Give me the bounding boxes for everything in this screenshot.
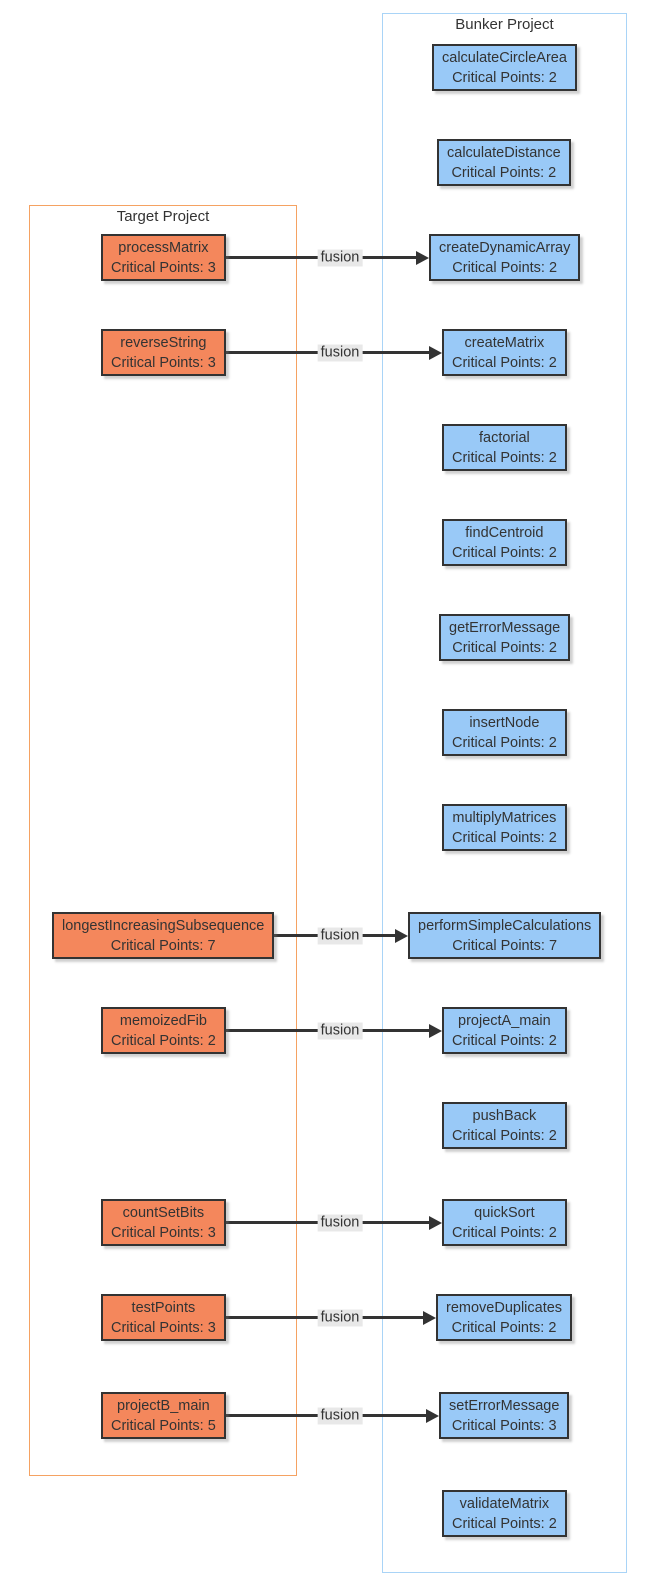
node-function-name: processMatrix bbox=[118, 239, 209, 256]
fusion-edge-label: fusion bbox=[317, 1407, 363, 1424]
node-function-name: insertNode bbox=[469, 714, 540, 731]
node-critical-points: Critical Points: 2 bbox=[452, 1127, 557, 1144]
node-critical-points: Critical Points: 7 bbox=[452, 937, 558, 954]
node-critical-points: Critical Points: 2 bbox=[452, 1515, 557, 1532]
node-critical-points: Critical Points: 2 bbox=[452, 639, 557, 656]
node-function-name: countSetBits bbox=[122, 1204, 205, 1221]
node-critical-points: Critical Points: 7 bbox=[110, 937, 216, 954]
bunker-project-title: Bunker Project bbox=[455, 16, 554, 33]
node-function-name: testPoints bbox=[131, 1299, 196, 1316]
node-function-name: getErrorMessage bbox=[449, 619, 561, 636]
edge-arrowhead-icon bbox=[416, 250, 429, 265]
node-critical-points: Critical Points: 2 bbox=[452, 544, 557, 561]
edge-arrowhead-icon bbox=[395, 928, 408, 943]
node-critical-points: Critical Points: 3 bbox=[451, 1417, 557, 1434]
node-function-name: findCentroid bbox=[465, 524, 544, 541]
edge-arrowhead-icon bbox=[423, 1310, 436, 1325]
node-function-name: createDynamicArray bbox=[439, 239, 571, 256]
node-critical-points: Critical Points: 2 bbox=[452, 259, 558, 276]
node-function-name: calculateDistance bbox=[447, 144, 561, 161]
edge-arrowhead-icon bbox=[429, 345, 442, 360]
node-critical-points: Critical Points: 2 bbox=[452, 734, 557, 751]
edge-arrowhead-icon bbox=[426, 1408, 439, 1423]
node-function-name: removeDuplicates bbox=[446, 1299, 563, 1316]
node-function-name: memoizedFib bbox=[119, 1012, 207, 1029]
fusion-edge-label: fusion bbox=[317, 927, 363, 944]
node-critical-points: Critical Points: 2 bbox=[451, 1319, 557, 1336]
target-project-title: Target Project bbox=[116, 208, 210, 225]
container-target-project bbox=[29, 205, 297, 1476]
node-function-name: quickSort bbox=[474, 1204, 535, 1221]
fusion-edge-label: fusion bbox=[317, 344, 363, 361]
node-function-name: reverseString bbox=[120, 334, 207, 351]
node-function-name: projectA_main bbox=[458, 1012, 551, 1029]
node-critical-points: Critical Points: 2 bbox=[452, 449, 557, 466]
node-critical-points: Critical Points: 3 bbox=[111, 1319, 216, 1336]
edge-arrowhead-icon bbox=[429, 1023, 442, 1038]
fusion-edge-label: fusion bbox=[317, 1214, 363, 1231]
node-function-name: calculateCircleArea bbox=[442, 49, 567, 66]
node-critical-points: Critical Points: 3 bbox=[111, 259, 216, 276]
node-function-name: factorial bbox=[478, 429, 530, 446]
node-function-name: createMatrix bbox=[464, 334, 545, 351]
node-critical-points: Critical Points: 3 bbox=[111, 354, 216, 371]
node-critical-points: Critical Points: 2 bbox=[452, 69, 557, 86]
edge-arrowhead-icon bbox=[429, 1215, 442, 1230]
node-critical-points: Critical Points: 2 bbox=[451, 164, 557, 181]
node-function-name: pushBack bbox=[472, 1107, 537, 1124]
fusion-edge-label: fusion bbox=[317, 1022, 363, 1039]
node-function-name: validateMatrix bbox=[459, 1495, 550, 1512]
node-function-name: projectB_main bbox=[117, 1397, 210, 1414]
node-critical-points: Critical Points: 2 bbox=[452, 1032, 557, 1049]
fusion-edge-label: fusion bbox=[317, 1309, 363, 1326]
node-critical-points: Critical Points: 2 bbox=[111, 1032, 216, 1049]
node-function-name: multiplyMatrices bbox=[452, 809, 557, 826]
node-critical-points: Critical Points: 2 bbox=[452, 829, 557, 846]
node-function-name: setErrorMessage bbox=[449, 1397, 560, 1414]
node-function-name: performSimpleCalculations bbox=[418, 917, 592, 934]
node-critical-points: Critical Points: 3 bbox=[111, 1224, 216, 1241]
node-critical-points: Critical Points: 5 bbox=[111, 1417, 216, 1434]
node-function-name: longestIncreasingSubsequence bbox=[62, 917, 265, 934]
node-critical-points: Critical Points: 2 bbox=[452, 1224, 557, 1241]
fusion-edge-label: fusion bbox=[317, 249, 363, 266]
node-critical-points: Critical Points: 2 bbox=[452, 354, 557, 371]
